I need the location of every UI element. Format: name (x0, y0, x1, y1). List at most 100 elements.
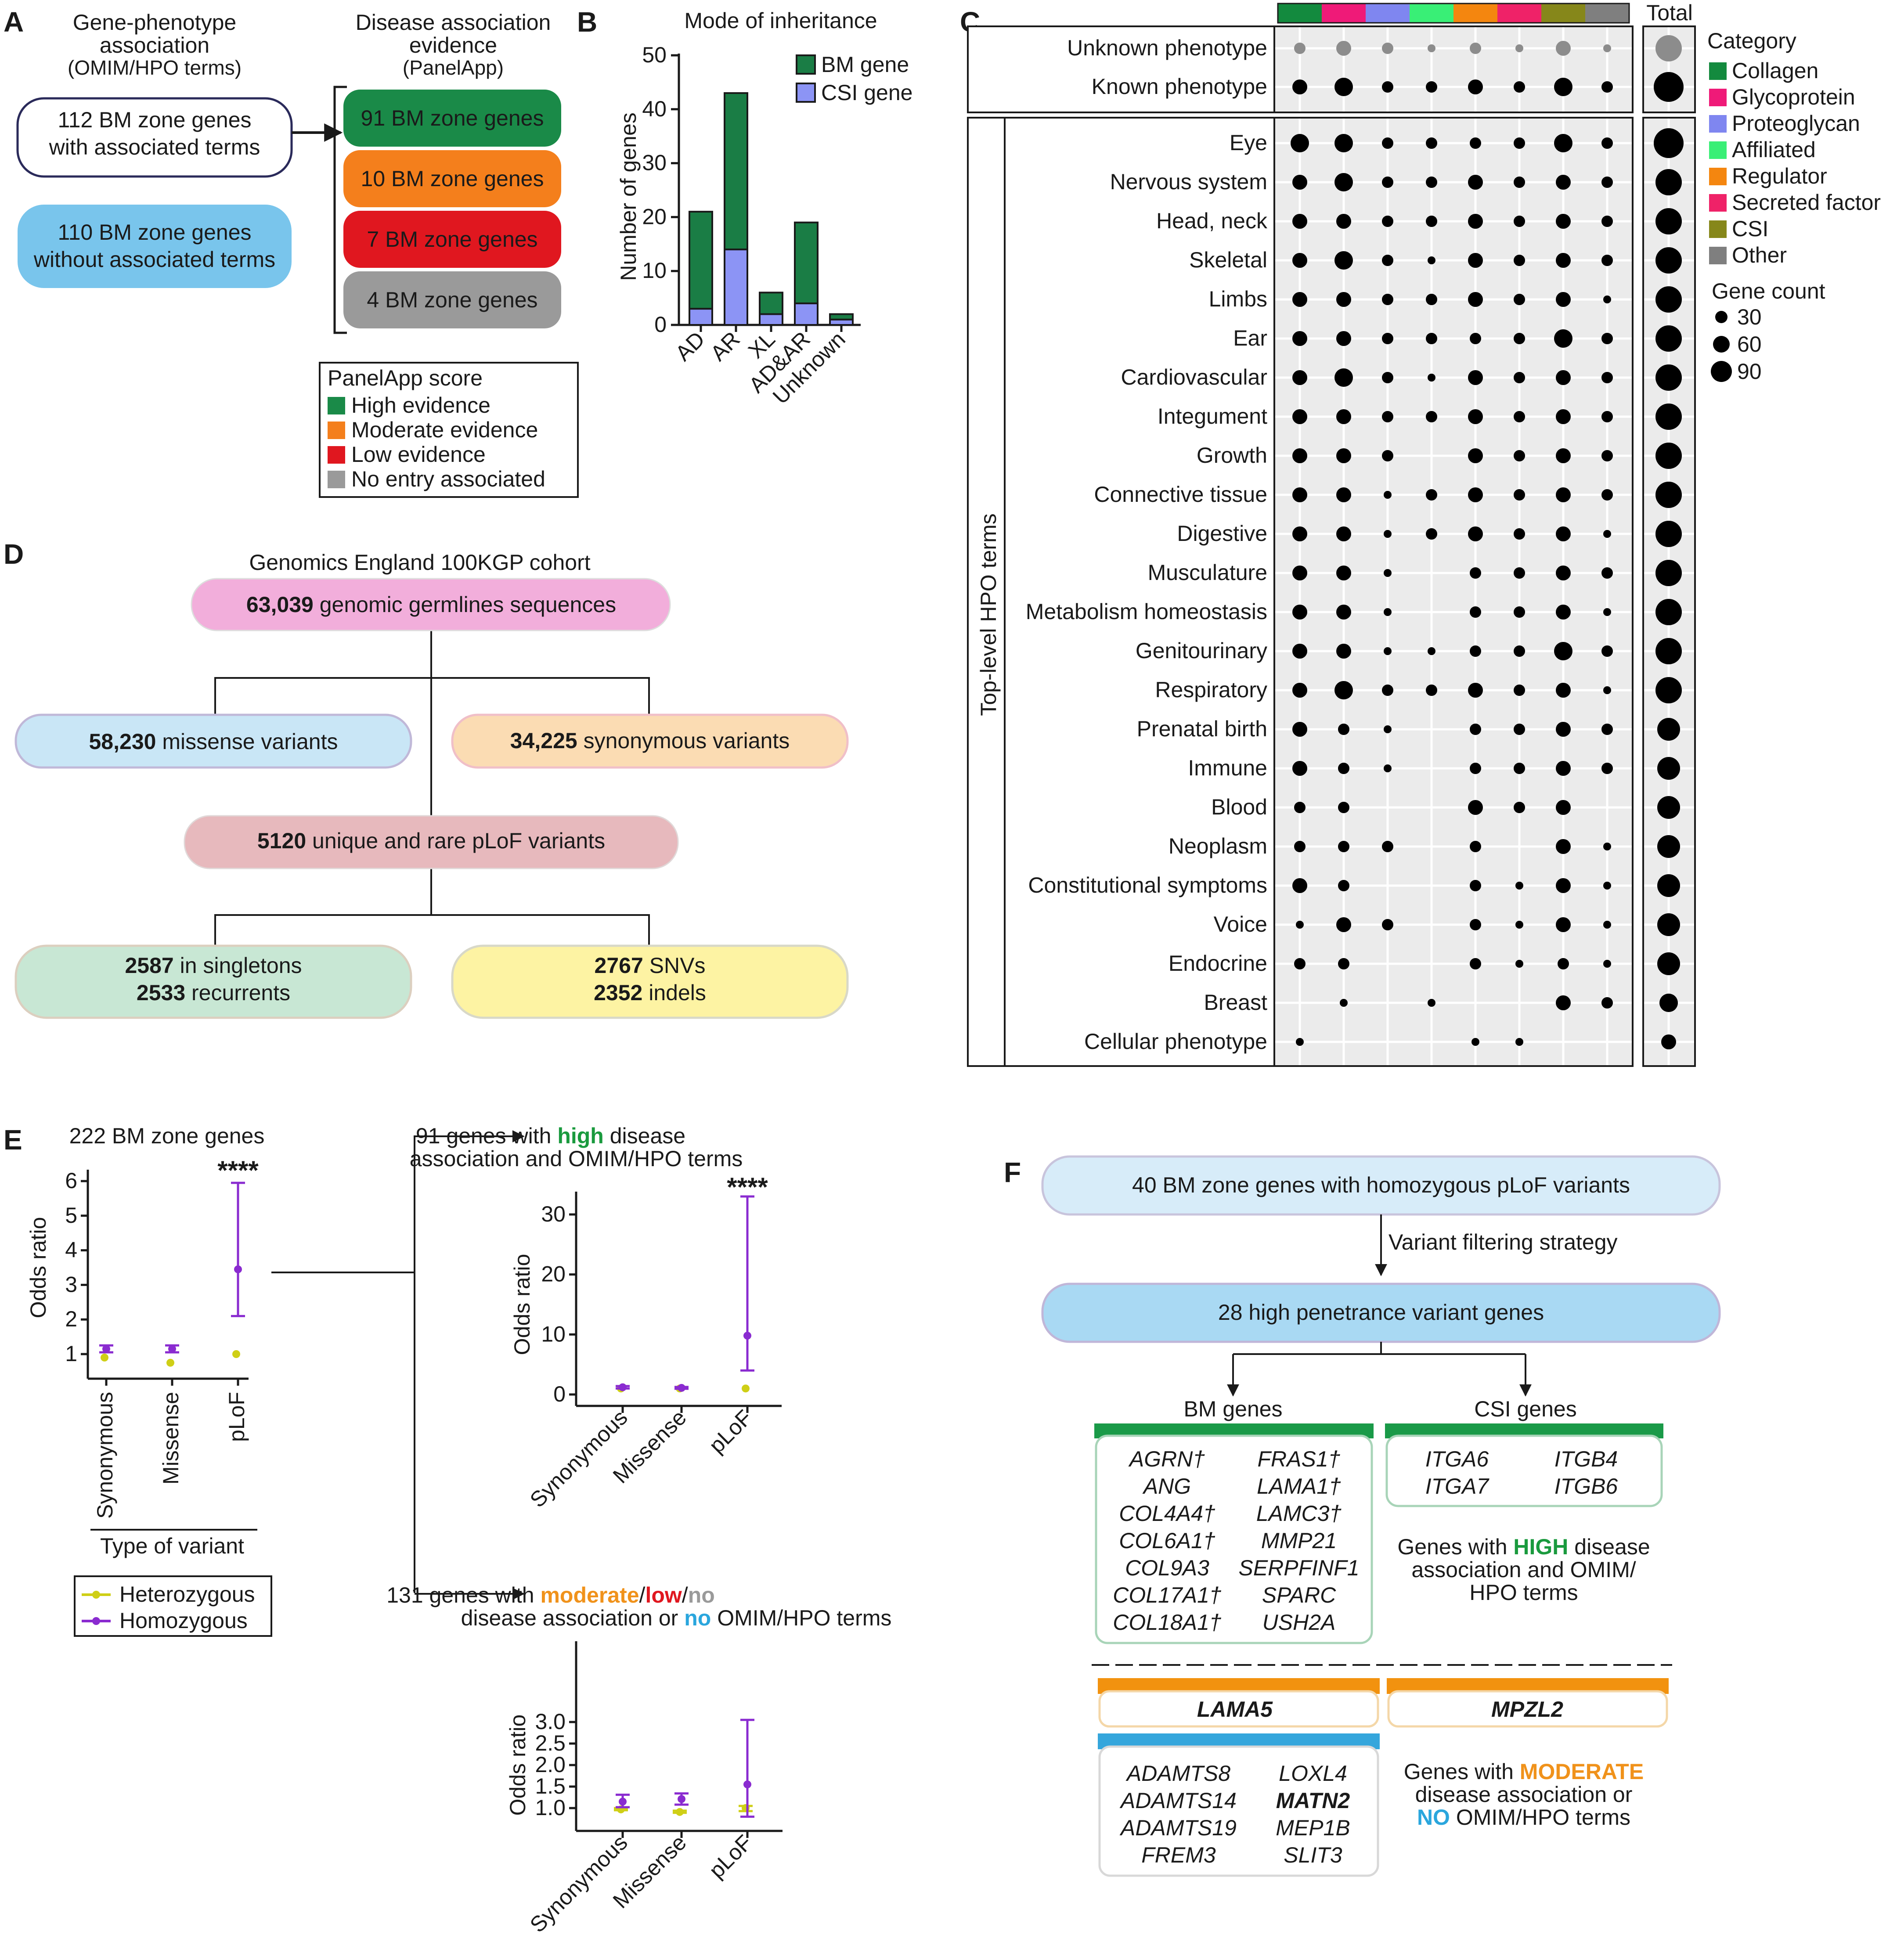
gene-count-dot (1514, 177, 1525, 188)
moderate-note-moderate: MODERATE (1520, 1759, 1644, 1784)
legend-swatch-moderate (328, 422, 345, 439)
gene-count-dot (1601, 645, 1613, 657)
panel-a-right-header-line3: (PanelApp) (403, 56, 504, 79)
gene-count-dot (1556, 683, 1571, 698)
total-count-dot (1655, 35, 1682, 61)
total-count-dot (1657, 796, 1680, 819)
gene-count-dot (1292, 683, 1307, 698)
total-count-dot (1655, 286, 1682, 313)
gene-count-dot (1334, 173, 1353, 191)
heterozygous-point (166, 1358, 174, 1367)
plof-box (184, 815, 679, 869)
gene-count-dot (1382, 841, 1393, 852)
panel-f-label: F (1004, 1157, 1021, 1188)
y-tick-label: 0 (553, 1382, 566, 1406)
total-count-dot (1657, 718, 1680, 741)
gene-count-dot (1515, 882, 1523, 890)
bm-gene-name: COL18A1† (1113, 1610, 1222, 1635)
bm-gene-list: AGRN†ANGCOL4A4†COL6A1†COL9A3COL17A1†COL1… (1113, 1447, 1359, 1635)
total-count-dot (1657, 835, 1680, 858)
total-count-dot (1655, 247, 1682, 274)
gene-count-dot (1334, 134, 1353, 152)
no-genes-box (1098, 1745, 1379, 1877)
mid-title-high: high (557, 1124, 604, 1148)
gene-count-dot (1296, 1038, 1304, 1046)
panel-d-label: D (4, 538, 24, 570)
gene-count-dot (1468, 253, 1483, 268)
panel-b-legend: BM gene CSI gene (796, 52, 912, 105)
total-count-dot (1655, 560, 1682, 586)
x-tick-label: Missense (159, 1392, 183, 1484)
hpo-grid (1273, 117, 1634, 1067)
bm-gene-name: COL9A3 (1125, 1556, 1209, 1580)
recurrents-desc: recurrents (185, 980, 290, 1005)
hpo-row-label: Genitourinary (1136, 638, 1267, 663)
gene-count-dot (1514, 802, 1525, 813)
bottom-title-part-a: 131 genes with (386, 1583, 540, 1607)
panelapp-moderate-box (343, 150, 561, 207)
y-tick-label: 3.0 (535, 1709, 566, 1734)
y-tick-label: 1.0 (535, 1795, 566, 1820)
homozygous-point (678, 1384, 685, 1392)
gene-count-dot (1384, 647, 1392, 655)
bm-gene-name: USH2A (1262, 1610, 1336, 1635)
gene-count-dot (1336, 41, 1351, 56)
y-tick-label: 6 (65, 1168, 77, 1193)
panel-b-label: B (577, 6, 597, 38)
gene-count-dot (1292, 175, 1307, 190)
gene-count-dot (1514, 333, 1525, 344)
gene-count-dot (1470, 724, 1481, 735)
gene-count-dot (1468, 409, 1483, 424)
category-legend-label: Secreted factor (1732, 190, 1881, 215)
bottom-title-slash2: / (682, 1583, 688, 1607)
gene-count-dot (1556, 800, 1571, 815)
gene-count-dot (1468, 175, 1483, 190)
gene-count-dot (1601, 450, 1613, 461)
total-count-dot (1655, 521, 1682, 547)
gene-count-legend-label: 90 (1737, 359, 1762, 384)
significance-marker: **** (727, 1172, 768, 1202)
panel-a-bracket (333, 86, 347, 334)
with-terms-line2: with associated terms (49, 135, 260, 159)
total-count-dot (1657, 757, 1680, 780)
cohort-root-desc: genomic germlines sequences (314, 592, 616, 617)
total-count-dot (1655, 599, 1682, 625)
no-association-gene-name: MEP1B (1276, 1816, 1350, 1840)
x-tick-label: pLoF (704, 1830, 757, 1883)
gene-count-dot (1468, 800, 1483, 815)
legend-label-bm-gene: BM gene (821, 52, 909, 77)
gene-count-dot (1470, 43, 1481, 54)
no-association-gene-list: ADAMTS8ADAMTS14ADAMTS19FREM3LOXL4MATN2ME… (1119, 1761, 1350, 1867)
zygosity-legend-box (74, 1575, 272, 1637)
gene-count-dot (1428, 256, 1435, 264)
panel-d: D Genomics England 100KGP cohort 63,039 … (4, 538, 849, 1019)
recurrents-count: 2533 (137, 980, 185, 1005)
x-tick-label: Synonymous (93, 1392, 117, 1519)
category-strip-segment (1366, 4, 1410, 23)
plof-desc: unique and rare pLoF variants (306, 829, 605, 853)
total-count-dot (1655, 169, 1682, 195)
bm-gene-name: FRAS1† (1258, 1447, 1341, 1471)
gene-count-dot (1334, 78, 1353, 96)
synonymous-count: 34,225 (510, 728, 577, 753)
heterozygous-point (742, 1384, 750, 1393)
gene-count-dot (1426, 333, 1437, 344)
x-tick-label: Synonymous (525, 1830, 632, 1937)
gene-count-dot (1514, 411, 1525, 422)
gene-count-dot (1382, 81, 1393, 93)
gene-count-dot (1382, 294, 1393, 305)
gene-count-dot (1470, 645, 1481, 657)
hpo-row-label: Cardiovascular (1121, 365, 1267, 389)
with-terms-box (16, 97, 293, 178)
total-count-dot (1655, 364, 1682, 391)
panelapp-none-count: 4 BM zone genes (367, 288, 537, 312)
gene-count-dot (1514, 255, 1525, 266)
bm-gene-name: COL17A1† (1113, 1583, 1222, 1607)
gene-count-dot (1334, 368, 1353, 387)
gene-count-dot (1556, 761, 1571, 776)
gene-count-dot (1601, 411, 1613, 422)
hpo-row-label: Skeletal (1189, 248, 1267, 272)
y-tick-label: 10 (642, 258, 667, 283)
gene-count-dot (1336, 487, 1351, 502)
